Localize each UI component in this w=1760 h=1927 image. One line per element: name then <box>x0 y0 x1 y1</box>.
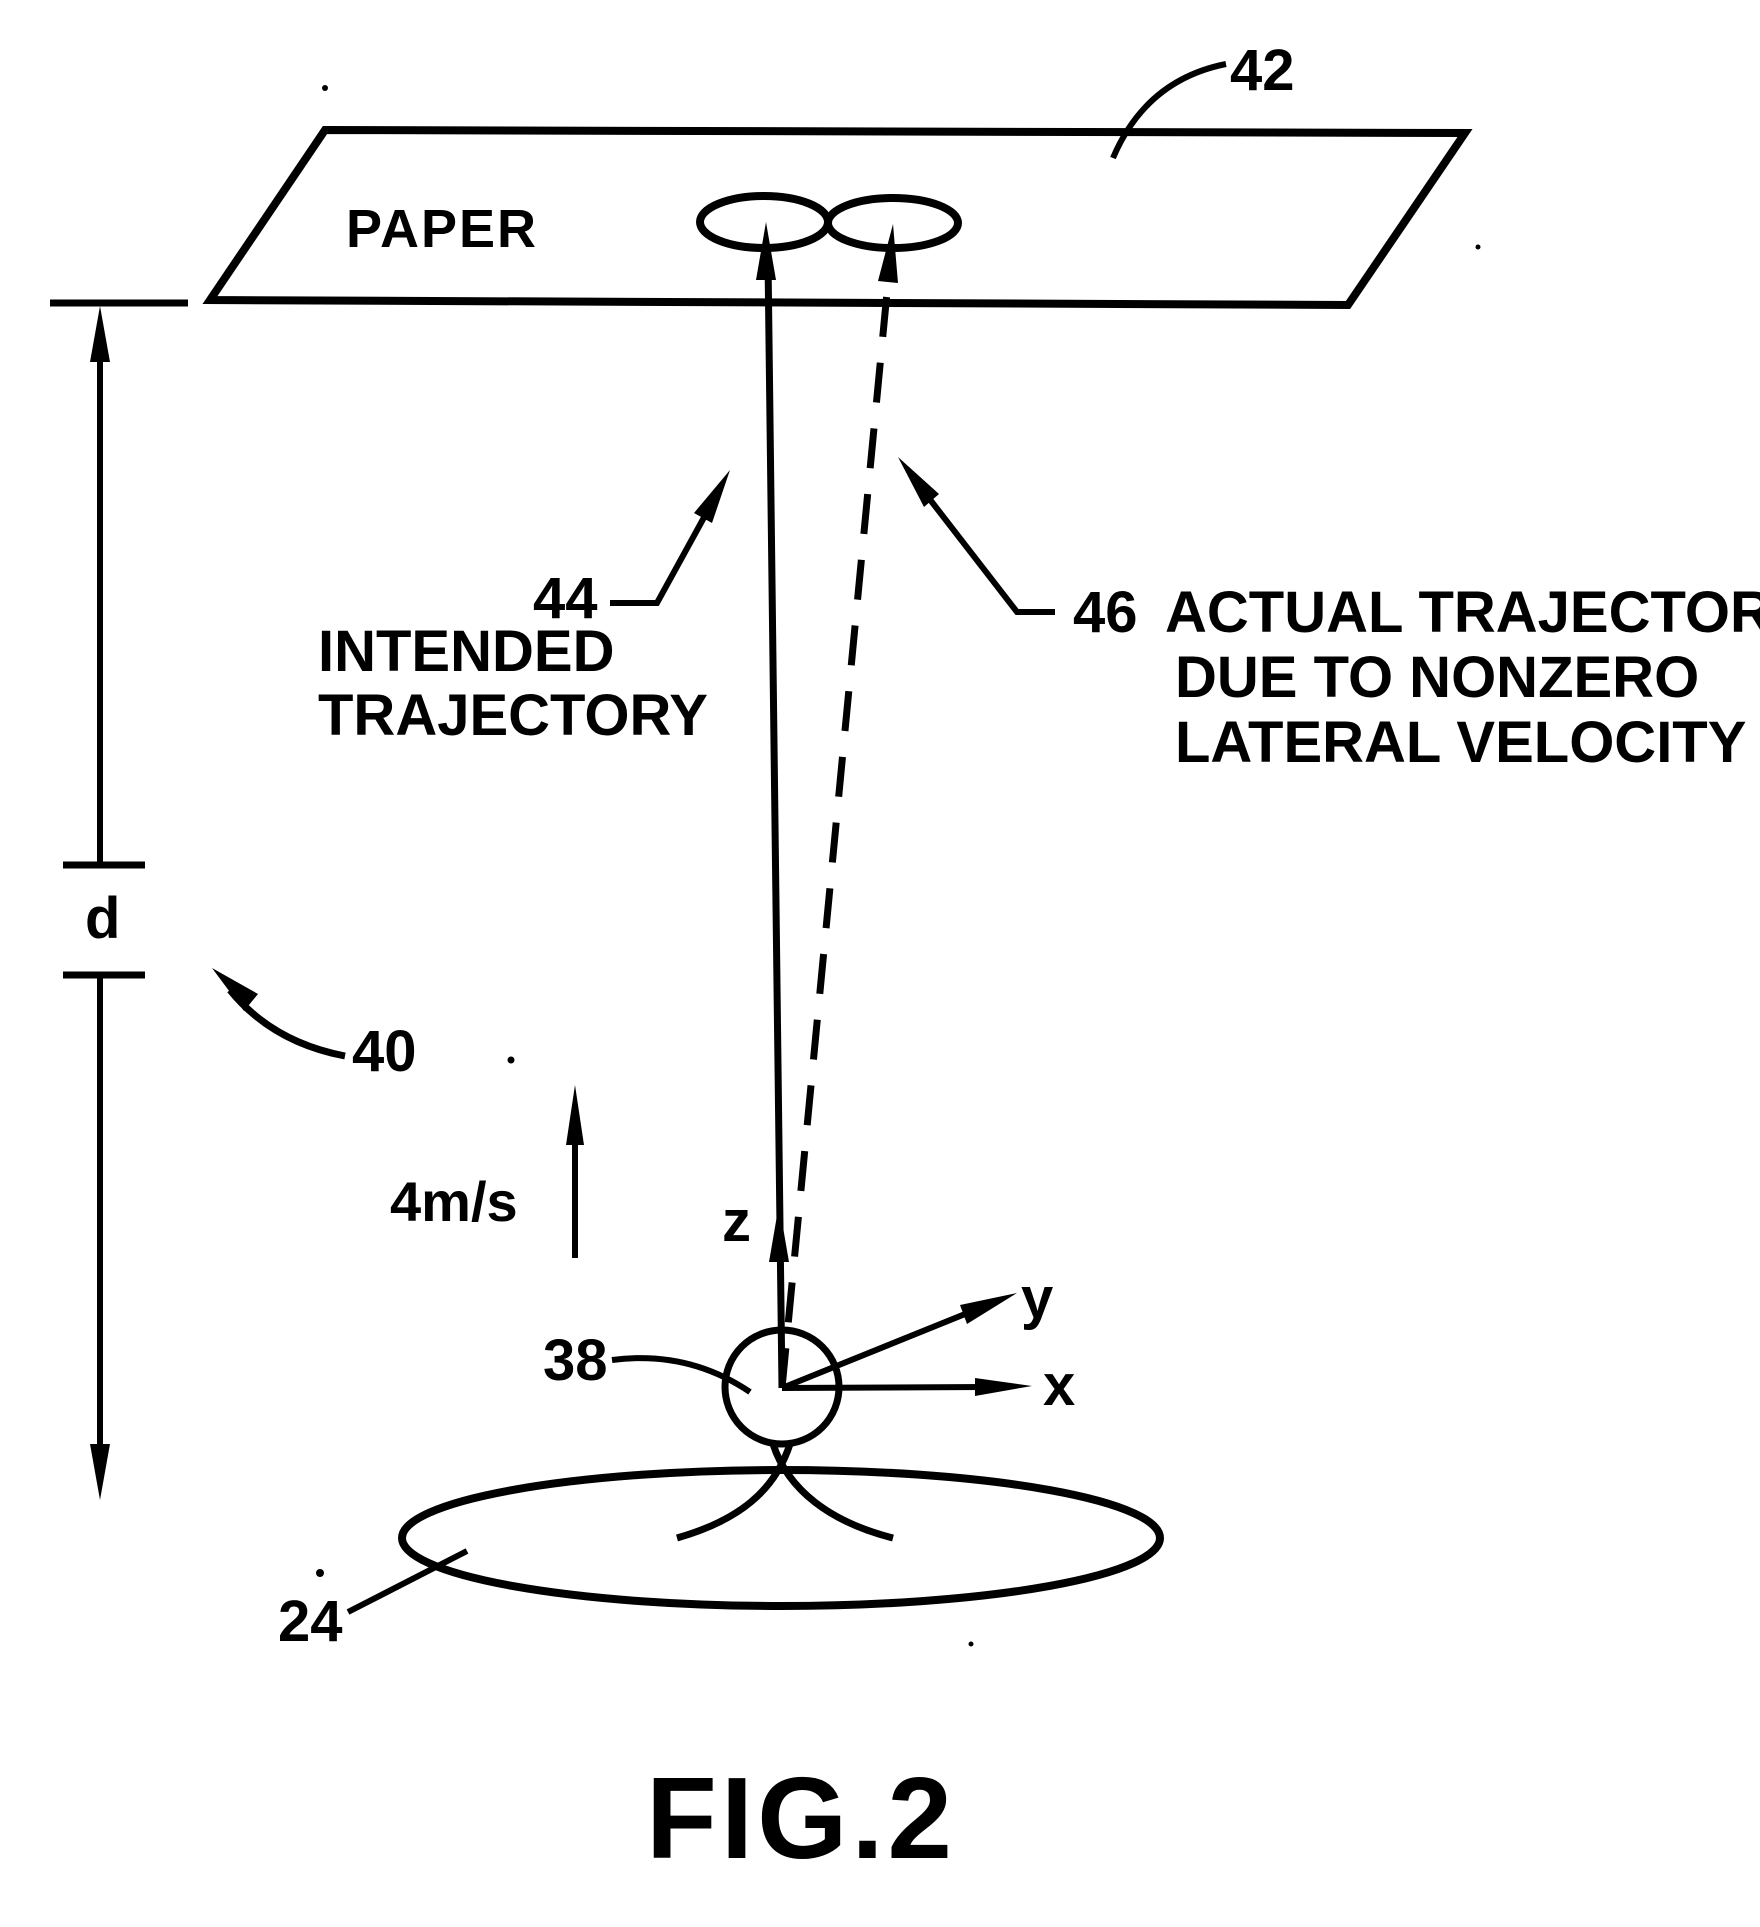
drop-circle <box>721 1326 843 1448</box>
z-axis-arrowhead <box>769 1204 789 1262</box>
ref-44-label: 44 <box>533 566 598 631</box>
speck-dot <box>316 1569 324 1577</box>
intended-annotation: 44 INTENDED TRAJECTORY <box>318 470 730 748</box>
ref-42-leader-line <box>1110 61 1227 160</box>
dimension-arrowhead-up <box>90 306 110 362</box>
orifice-plate-ellipse <box>398 1466 1164 1610</box>
dimension-label: d <box>85 886 120 951</box>
speck-dot <box>322 85 328 91</box>
dimension-d: d <box>50 299 188 1500</box>
x-axis-arrowhead <box>975 1378 1032 1396</box>
actual-trajectory-arrowhead <box>878 224 898 283</box>
spray-curve-left <box>676 1442 794 1542</box>
ref-38-label: 38 <box>543 1328 608 1393</box>
ref-40-arrowhead <box>212 968 258 1011</box>
y-axis-label: y <box>1021 1266 1053 1331</box>
intended-text-line1: INTENDED <box>318 619 614 684</box>
ref-44-arrowhead <box>694 470 730 523</box>
ref-38-leader-line <box>611 1355 752 1395</box>
ref-44-leader-line <box>610 510 710 606</box>
intended-trajectory-line <box>764 259 786 1389</box>
ref-24-label: 24 <box>278 1589 343 1654</box>
z-axis-label: z <box>722 1189 751 1254</box>
x-axis-line <box>781 1384 986 1391</box>
intended-text-line2: TRAJECTORY <box>318 683 708 748</box>
y-axis-arrowhead <box>960 1293 1017 1324</box>
x-axis-label: x <box>1043 1353 1075 1418</box>
velocity-label: 4m/s <box>390 1170 518 1233</box>
coordinate-axes: z x y 38 <box>543 1189 1075 1448</box>
actual-text-line3: LATERAL VELOCITY <box>1175 710 1746 775</box>
trajectories <box>756 222 898 1389</box>
dimension-arrowhead-down <box>90 1444 110 1500</box>
ref-46-arrowhead <box>898 457 939 507</box>
ref-42-label: 42 <box>1230 38 1295 103</box>
figure-title: FIG.2 <box>646 1753 956 1883</box>
orifice-plate: 24 <box>278 1442 1164 1654</box>
intended-trajectory-arrowhead <box>756 222 776 280</box>
paper-label: PAPER <box>346 199 538 259</box>
y-axis-line <box>780 1307 977 1391</box>
actual-annotation: 46 ACTUAL TRAJECTORY DUE TO NONZERO LATE… <box>898 457 1760 775</box>
speck-dot <box>1475 244 1481 250</box>
ref-40: 40 <box>212 968 417 1084</box>
ink-dots <box>696 192 962 252</box>
speck-dot <box>968 1641 974 1647</box>
ref-24-leader-line <box>346 1548 469 1615</box>
spray-curve-right <box>769 1442 894 1542</box>
paper-parallelogram <box>202 125 1473 310</box>
actual-trajectory-dashed-line <box>778 281 892 1389</box>
ref-40-label: 40 <box>352 1019 417 1084</box>
actual-text-line1: ACTUAL TRAJECTORY <box>1165 580 1760 645</box>
velocity-arrowhead-up <box>566 1085 584 1145</box>
ref-46-label: 46 <box>1073 580 1138 645</box>
ref-46-leader-line <box>925 495 1055 615</box>
actual-text-line2: DUE TO NONZERO <box>1175 645 1699 710</box>
velocity-annotation: 4m/s <box>390 1085 584 1258</box>
paper-plane: PAPER 42 <box>202 38 1473 310</box>
scan-specks <box>316 85 1481 1647</box>
speck-dot <box>507 1056 515 1064</box>
